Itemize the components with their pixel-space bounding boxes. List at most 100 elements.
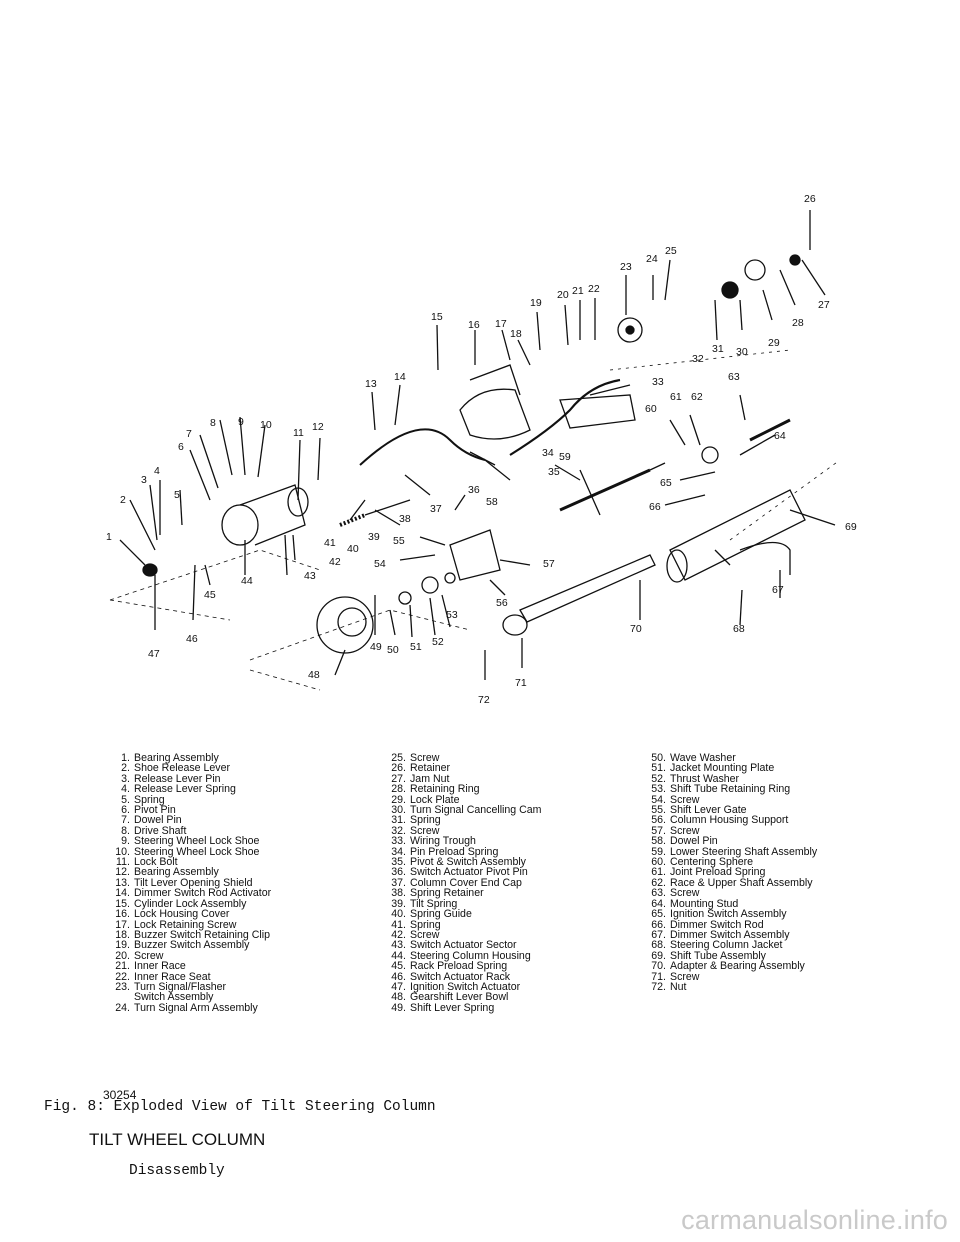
figure-id: 30254 (103, 1088, 137, 1102)
part-label: 38 (399, 513, 411, 525)
part-label: 30 (736, 346, 748, 358)
legend-item: 13.Tilt Lever Opening Shield (115, 876, 253, 889)
part-label: 11 (293, 427, 304, 439)
legend-item: 60.Centering Sphere (651, 856, 754, 869)
legend-item: 40.Spring Guide (391, 908, 472, 921)
part-label: 52 (432, 636, 444, 648)
part-label: 6 (178, 441, 184, 453)
legend-item: 14.Dimmer Switch Rod Activator (115, 887, 272, 900)
part-label: 19 (530, 297, 542, 309)
part-label: 5 (174, 489, 180, 501)
diagram-svg: 1 2 3 4 5 6 7 8 9 10 11 12 13 14 15 16 1… (106, 193, 857, 706)
part-label: 31 (712, 343, 724, 355)
legend-item: 63.Screw (651, 887, 700, 900)
part-label: 18 (510, 328, 522, 340)
legend-item: 10.Steering Wheel Lock Shoe (115, 845, 260, 858)
legend-item: 68.Steering Column Jacket (651, 939, 783, 952)
legend-item: 59.Lower Steering Shaft Assembly (651, 845, 818, 858)
part-label: 27 (818, 299, 830, 311)
part-label: 8 (210, 417, 216, 429)
exploded-view-diagram: 1 2 3 4 5 6 7 8 9 10 11 12 13 14 15 16 1… (90, 180, 870, 720)
legend-item: 37.Column Cover End Cap (391, 876, 522, 889)
legend-item: 34.Pin Preload Spring (391, 845, 499, 858)
part-label: 7 (186, 428, 192, 440)
part-label: 26 (804, 193, 816, 205)
part-label: 21 (572, 285, 584, 297)
legend-item: 48.Gearshift Lever Bowl (391, 991, 509, 1004)
legend-item: 65.Ignition Switch Assembly (651, 908, 787, 921)
part-label: 68 (733, 623, 745, 635)
legend-item: 53.Shift Tube Retaining Ring (651, 783, 791, 796)
legend-item: 25.Screw (391, 752, 440, 764)
legend-item: 41.Spring (391, 918, 441, 931)
part-label: 54 (374, 558, 386, 570)
part-label: 51 (410, 641, 422, 653)
legend-item: 5.Spring (121, 793, 165, 806)
legend-item: 50.Wave Washer (651, 752, 736, 764)
legend-item: 72.Nut (651, 980, 687, 993)
part-label: 24 (646, 253, 658, 265)
legend-item: 36.Switch Actuator Pivot Pin (391, 866, 528, 879)
part-label: 25 (665, 245, 677, 257)
legend-item: 61.Joint Preload Spring (651, 866, 766, 879)
legend-item: 16.Lock Housing Cover (115, 908, 230, 921)
legend-item: 62.Race & Upper Shaft Assembly (651, 876, 813, 889)
legend-item: 27.Jam Nut (391, 772, 450, 785)
part-label: 1 (106, 531, 112, 543)
part-label: 14 (394, 371, 406, 383)
part-label: 20 (557, 289, 569, 301)
legend-item: 44.Steering Column Housing (391, 949, 531, 962)
part-label: 49 (370, 641, 382, 653)
part-label: 56 (496, 597, 508, 609)
legend-item: 56.Column Housing Support (651, 814, 789, 827)
legend-item: 1.Bearing Assembly (121, 752, 219, 764)
legend-item: 71.Screw (651, 970, 700, 983)
part-label: 33 (652, 376, 664, 388)
legend-item: 29.Lock Plate (391, 793, 460, 806)
part-label: 28 (792, 317, 804, 329)
legend-item: 7.Dowel Pin (121, 814, 182, 827)
legend-item: 67.Dimmer Switch Assembly (651, 928, 790, 941)
legend-item: 45.Rack Preload Spring (391, 960, 508, 973)
part-label: 13 (365, 378, 377, 390)
part-label: 17 (495, 318, 507, 330)
subsection-title: Disassembly (129, 1163, 225, 1179)
legend-item: 8.Drive Shaft (121, 824, 187, 837)
legend-item: 35.Pivot & Switch Assembly (391, 856, 526, 869)
legend-item: 12.Bearing Assembly (115, 866, 219, 879)
legend-column-1: 1.Bearing Assembly 2.Shoe Release Lever … (112, 752, 272, 1013)
part-label: 9 (238, 416, 244, 428)
legend-item: 70.Adapter & Bearing Assembly (651, 960, 805, 973)
legend-item: 69.Shift Tube Assembly (651, 949, 766, 962)
part-label: 32 (692, 353, 704, 365)
part-label: 55 (393, 535, 405, 547)
legend-item: 18.Buzzer Switch Retaining Clip (115, 928, 271, 941)
part-label: 42 (329, 556, 341, 568)
part-label: 44 (241, 575, 253, 587)
legend-column-3: 50.Wave Washer 51.Jacket Mounting Plate … (648, 752, 818, 993)
legend-item: 58.Dowel Pin (651, 835, 718, 848)
legend-item: 4.Release Lever Spring (121, 783, 236, 796)
part-label: 63 (728, 371, 740, 383)
part-label: 53 (446, 609, 458, 621)
legend-item: 20.Screw (115, 949, 164, 962)
legend-item: 38.Spring Retainer (391, 887, 484, 900)
part-label: 45 (204, 589, 216, 601)
legend-item: 6.Pivot Pin (121, 804, 176, 817)
part-number-labels: 1 2 3 4 5 6 7 8 9 10 11 12 13 14 15 16 1… (106, 193, 857, 706)
part-label: 48 (308, 669, 320, 681)
legend-item: 57.Screw (651, 824, 700, 837)
section-title: TILT WHEEL COLUMN (89, 1130, 266, 1149)
legend-item: 51.Jacket Mounting Plate (651, 762, 775, 775)
part-label: 10 (260, 419, 272, 431)
part-label: 39 (368, 531, 380, 543)
part-label: 43 (304, 570, 316, 582)
part-label: 59 (559, 451, 571, 463)
part-label: 12 (312, 421, 324, 433)
part-label: 50 (387, 644, 399, 656)
part-label: 46 (186, 633, 198, 645)
legend-item: 19.Buzzer Switch Assembly (115, 939, 250, 952)
legend-item: 30.Turn Signal Cancelling Cam (391, 804, 542, 817)
part-label: 37 (430, 503, 442, 515)
legend-item: 3.Release Lever Pin (121, 772, 221, 785)
